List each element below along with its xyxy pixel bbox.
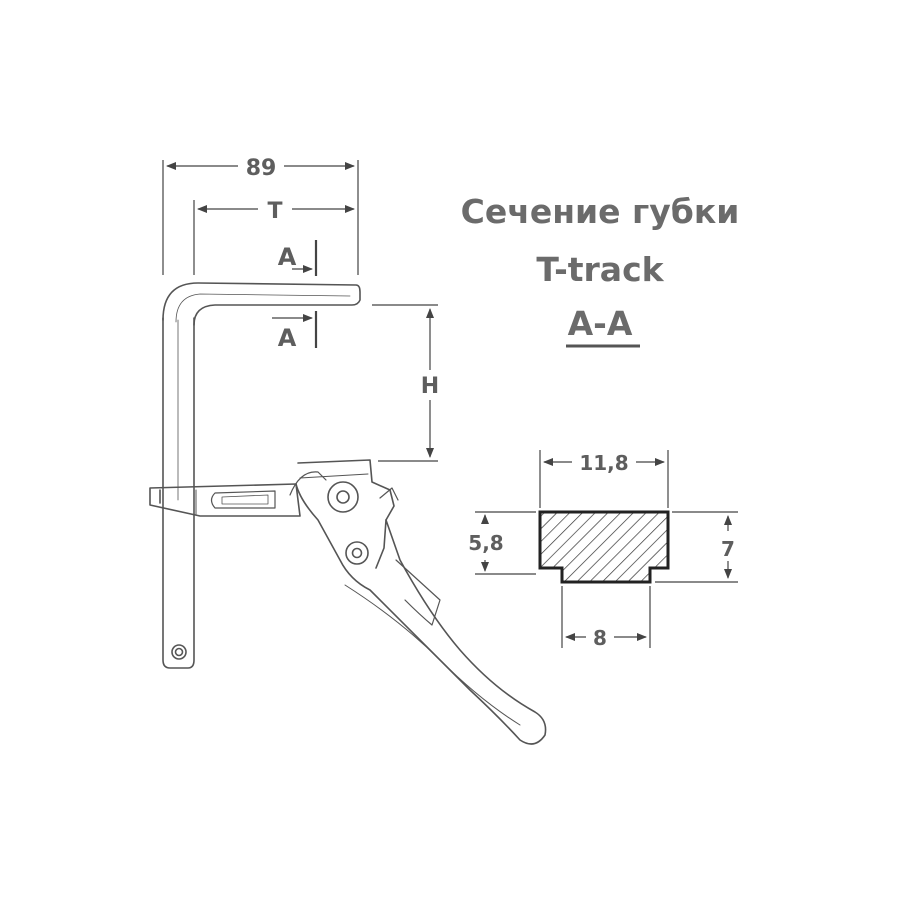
dimension-8 bbox=[561, 586, 651, 648]
section-mark-top-label: A bbox=[278, 243, 297, 271]
dimension-89 bbox=[162, 160, 359, 275]
dimension-h-label: H bbox=[421, 374, 439, 399]
dimension-7 bbox=[655, 511, 738, 583]
dimension-11-8 bbox=[539, 450, 669, 508]
section-mark-bottom-label: A bbox=[278, 324, 297, 352]
dimension-7-label: 7 bbox=[721, 537, 735, 561]
dimension-h bbox=[372, 304, 438, 462]
section-label: A-A bbox=[567, 304, 633, 343]
dimension-t bbox=[193, 200, 355, 275]
section-title-line1: Сечение губки bbox=[460, 192, 740, 231]
dimension-5-8 bbox=[475, 511, 536, 575]
dimension-8-label: 8 bbox=[593, 626, 607, 650]
dimension-11-8-label: 11,8 bbox=[579, 451, 628, 475]
dimension-t-label: T bbox=[267, 199, 282, 224]
dimension-89-label: 89 bbox=[246, 156, 277, 181]
clamp-body bbox=[149, 282, 547, 745]
section-mark-bottom bbox=[272, 311, 318, 348]
jaw-profile-section bbox=[538, 510, 670, 584]
section-title-line2: T-track bbox=[536, 250, 664, 289]
dimension-5-8-label: 5,8 bbox=[468, 531, 503, 555]
section-mark-top bbox=[292, 240, 318, 276]
